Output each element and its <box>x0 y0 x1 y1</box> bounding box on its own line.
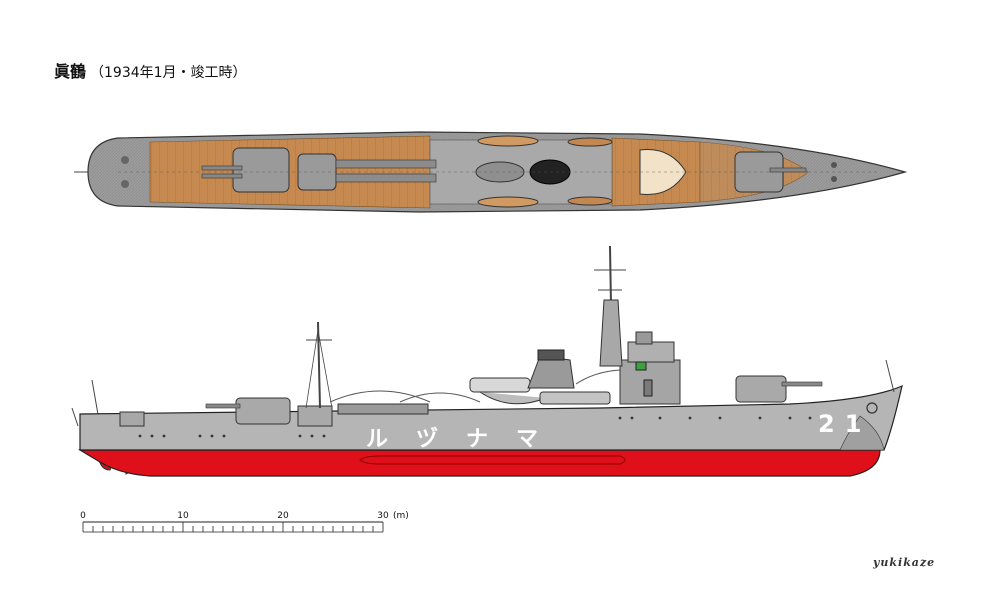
hull-lower-red <box>77 449 881 477</box>
torpedo-tube-top <box>335 159 437 169</box>
hull-upper-gray <box>79 384 903 451</box>
boat-side-2 <box>479 391 547 405</box>
boat-side-1 <box>469 377 531 393</box>
funnel-side <box>527 355 575 389</box>
aft-gun-turret-side <box>235 397 291 425</box>
ship-name: 眞鶴 <box>54 62 87 81</box>
ship-subtitle: （1934年1月・竣工時） <box>90 65 247 81</box>
scale-label-20: 20 <box>277 511 289 521</box>
artist-signature: yukikaze <box>873 556 936 569</box>
bridge-upper <box>627 341 675 363</box>
aft-mount-side <box>297 405 333 427</box>
bow-anchor <box>866 402 878 414</box>
fwd-gun-barrel-side <box>781 381 823 387</box>
aft-deckhouse <box>119 411 145 427</box>
scale-bar-ticks <box>82 522 384 533</box>
aft-gun-barrel-side <box>205 403 241 409</box>
pennant-number: 21 <box>818 410 871 438</box>
boat-top-1 <box>477 135 539 147</box>
funnel-top <box>475 161 525 183</box>
scale-label-0: 0 <box>80 511 86 521</box>
scale-label-30: 30 <box>377 511 389 521</box>
funnel-cap <box>537 349 565 361</box>
scale-bar: 0 10 20 30 (m) <box>80 511 409 533</box>
scale-unit: (m) <box>393 511 409 521</box>
top-view-aft-deck <box>149 135 431 209</box>
jack-staff <box>885 359 895 393</box>
hull-name-katakana: ルヅナマ <box>366 427 566 452</box>
fwd-gun-turret-side <box>735 375 787 403</box>
portholes <box>138 416 812 438</box>
fore-bridge-wing <box>639 148 687 196</box>
scale-label-10: 10 <box>177 511 189 521</box>
top-view <box>74 131 908 213</box>
boat-top-2 <box>477 196 539 208</box>
torpedo-tube-side <box>337 403 429 415</box>
side-view: ルヅナマ 21 <box>71 245 903 477</box>
page-title: 眞鶴（1934年1月・竣工時） <box>54 58 247 82</box>
aft-gun-barrel-top <box>201 165 243 171</box>
aft-mast <box>317 321 321 409</box>
bilge-keel <box>359 455 626 465</box>
